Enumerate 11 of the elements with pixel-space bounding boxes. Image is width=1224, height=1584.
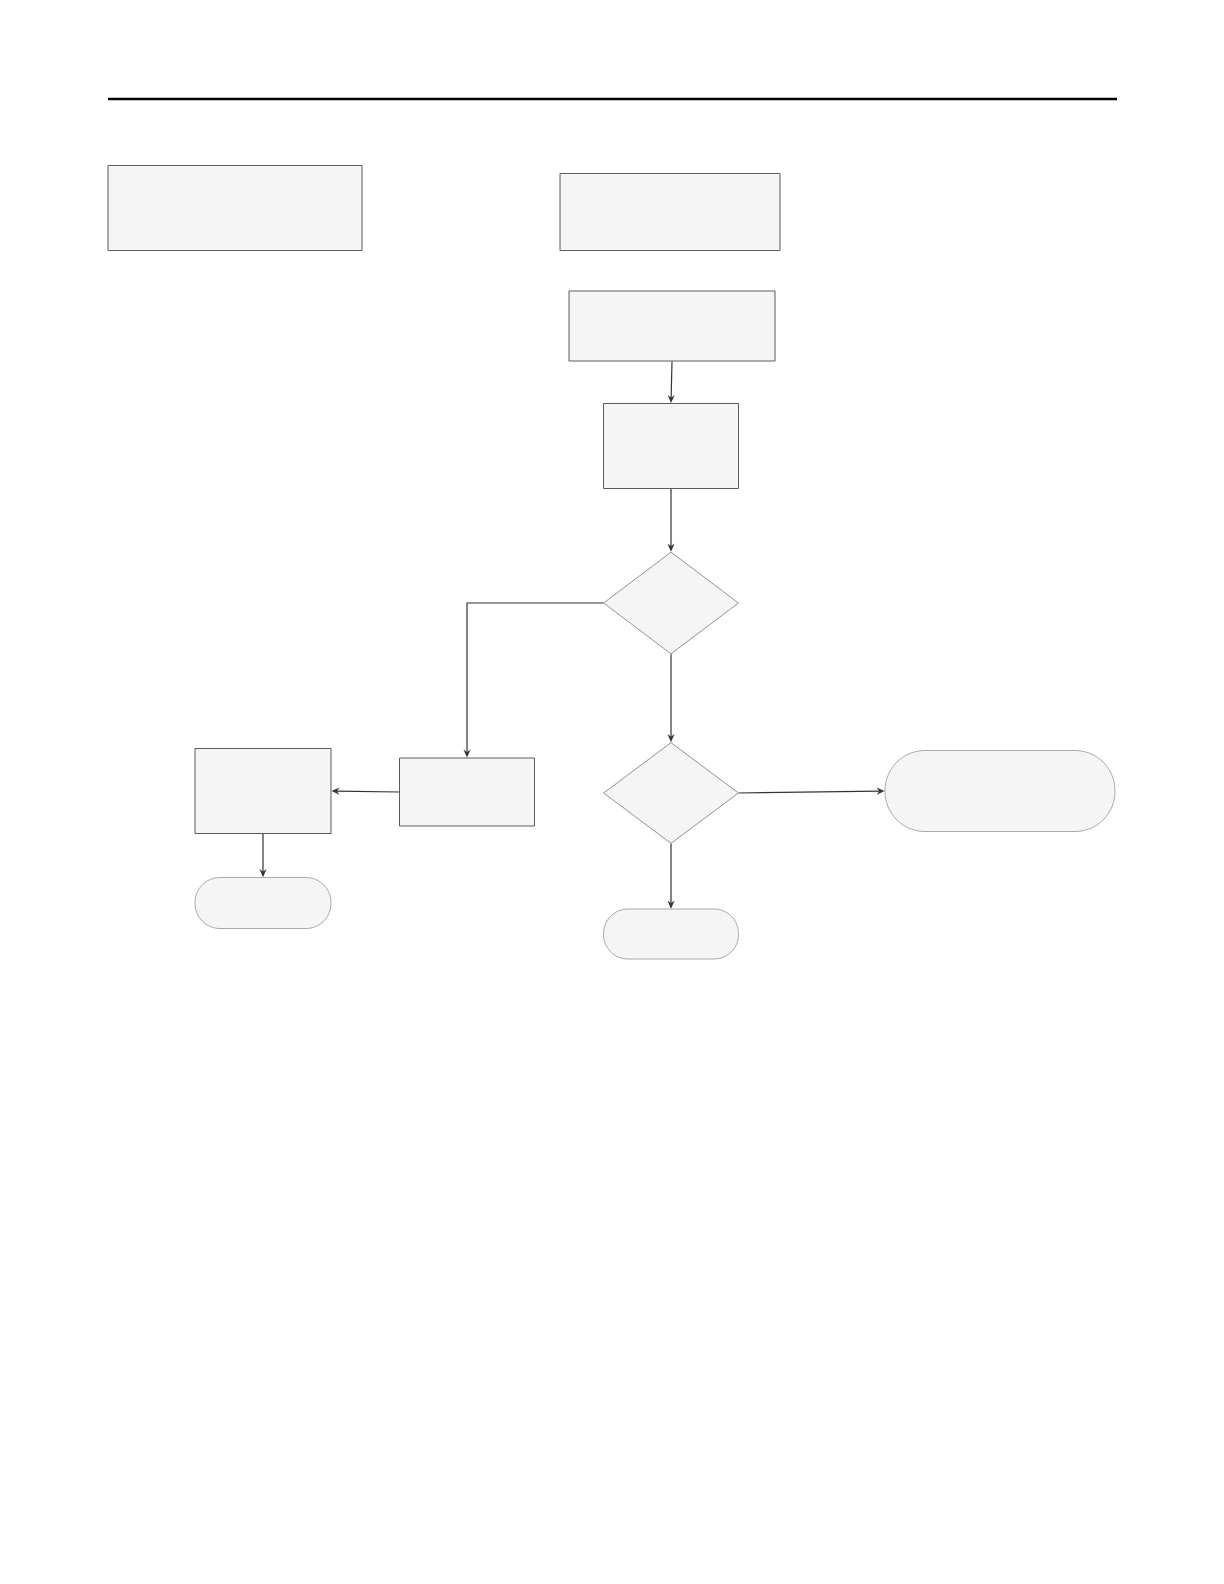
decision-diamond	[603, 551, 739, 655]
process-box	[603, 403, 739, 489]
terminator-shape	[884, 750, 1116, 832]
decision-diamond	[603, 742, 739, 844]
process-box	[399, 757, 535, 827]
process-box	[107, 165, 363, 251]
terminator-shape	[194, 877, 332, 929]
terminator-shape	[603, 908, 739, 960]
process-box	[568, 290, 776, 362]
process-box	[559, 173, 781, 251]
process-box	[194, 748, 332, 834]
